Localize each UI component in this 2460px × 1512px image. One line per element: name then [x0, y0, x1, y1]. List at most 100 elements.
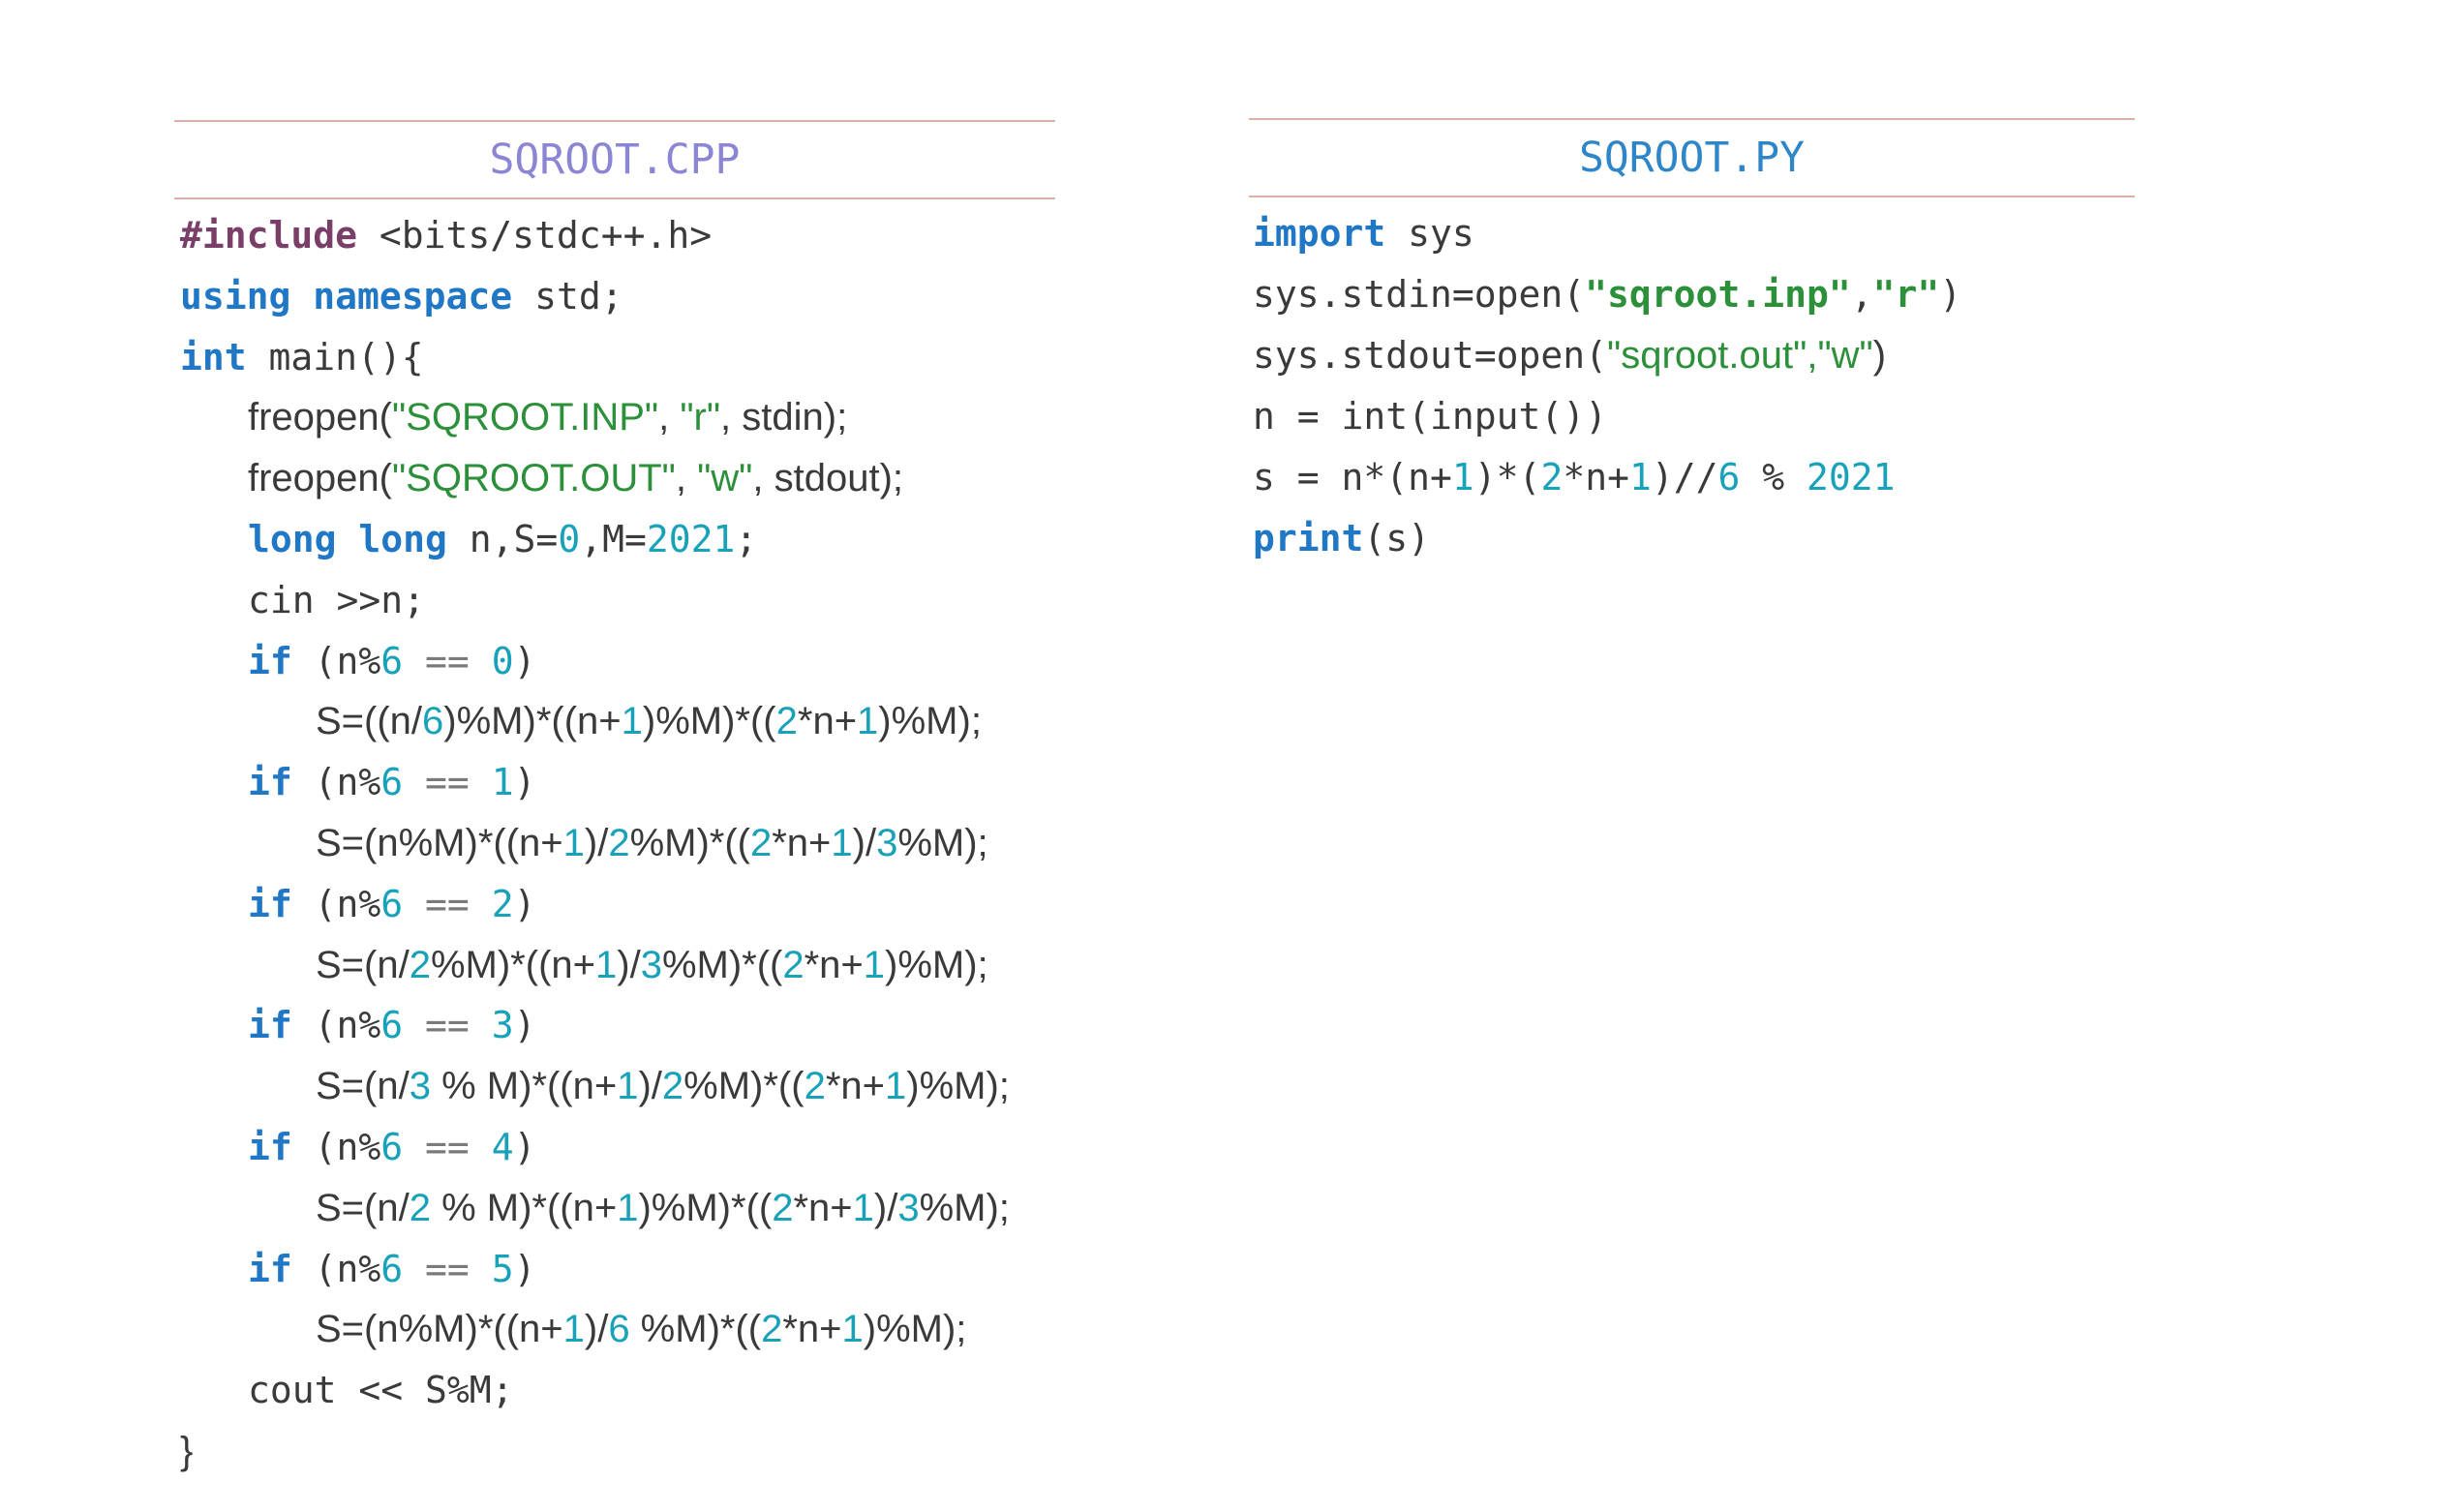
code-line: if (n%6 == 0)	[174, 631, 1055, 692]
cpp-title-bottom-rule	[174, 197, 1055, 199]
code-token: 1	[841, 1308, 864, 1351]
code-token: )/	[584, 1308, 609, 1351]
code-token: if	[248, 1125, 292, 1168]
code-line: print(s)	[1249, 508, 2135, 569]
code-token: 2	[782, 943, 805, 986]
code-token: <bits/stdc++.h>	[357, 214, 713, 257]
code-token: 4	[491, 1125, 514, 1168]
code-token: *n+	[797, 700, 858, 743]
code-token: %M);	[919, 1186, 1010, 1229]
code-token: 1	[831, 821, 853, 864]
code-line: n = int(input())	[1249, 386, 2135, 447]
code-token: 2	[749, 821, 773, 864]
code-token: 2	[409, 1186, 431, 1229]
code-line: sys.stdout=open("sqroot.out","w")	[1249, 325, 2135, 386]
code-token	[337, 518, 359, 560]
code-token: S=(n/	[316, 943, 410, 986]
code-token: 1	[1628, 456, 1652, 499]
code-token	[290, 275, 313, 318]
code-token: "sqroot.inp"	[1585, 273, 1851, 316]
code-token: , stdin);	[720, 396, 848, 439]
code-token: % M)*((n+	[430, 1186, 618, 1229]
code-token: cout << S%M;	[248, 1369, 514, 1412]
code-token: if	[248, 761, 292, 804]
code-token: using	[180, 274, 291, 318]
code-line: S=(n/2%M)*((n+1)/3%M)*((2*n+1)%M);	[174, 935, 1055, 996]
code-token: )//	[1651, 456, 1718, 499]
code-token: "w"	[697, 457, 753, 500]
code-line: S=(n/2 % M)*((n+1)%M)*((2*n+1)/3%M);	[174, 1178, 1055, 1239]
code-line: long long n,S=0,M=2021;	[174, 509, 1055, 570]
code-token: S=(n/	[316, 1065, 410, 1108]
code-token: *n+	[804, 943, 864, 986]
code-line: using namespace std;	[174, 266, 1055, 327]
code-token: 1	[885, 1065, 907, 1108]
code-line: if (n%6 == 5)	[174, 1239, 1055, 1300]
code-token: )	[1939, 273, 1962, 316]
code-token: 1	[562, 1308, 585, 1351]
code-token: 0	[558, 517, 581, 560]
code-token: ,	[675, 457, 698, 500]
code-line: S=(n%M)*((n+1)/2%M)*((2*n+1)/3%M);	[174, 813, 1055, 874]
code-token: )%M)*((	[638, 1186, 773, 1229]
code-line: import sys	[1249, 203, 2135, 264]
code-token: S=(n%M)*((n+	[316, 821, 563, 864]
code-token: 1	[857, 700, 879, 743]
code-token: 2	[409, 943, 431, 986]
code-token: 2	[804, 1065, 826, 1108]
code-token: )%M);	[885, 943, 988, 986]
code-line: freopen("SQROOT.OUT", "w", stdout);	[174, 448, 1055, 509]
code-token: 2	[1540, 456, 1564, 499]
code-token: )%M)*((n+	[443, 700, 622, 743]
code-token: 6	[380, 639, 404, 682]
code-token: "r"	[680, 396, 721, 439]
cpp-title-top-rule	[174, 120, 1055, 122]
code-token: ,	[1850, 273, 1873, 316]
code-token: #include	[180, 214, 358, 257]
code-token: 2	[491, 882, 514, 925]
code-token: )	[513, 1004, 536, 1047]
code-token: "SQROOT.OUT"	[391, 457, 676, 500]
code-token: "sqroot.out","w"	[1607, 334, 1873, 377]
code-line: #include <bits/stdc++.h>	[174, 205, 1055, 266]
code-token: 6	[422, 700, 444, 743]
code-token: %M)*((	[629, 821, 750, 864]
cpp-file-title: SQROOT.CPP	[489, 136, 741, 184]
code-token: if	[248, 882, 292, 925]
code-token: 3	[876, 821, 898, 864]
code-token: 2	[661, 1065, 684, 1108]
code-token: import	[1253, 212, 1386, 255]
cpp-code-block: #include <bits/stdc++.h>using namespace …	[174, 199, 1055, 1482]
code-token: 2021	[646, 517, 736, 560]
code-token: int	[180, 335, 247, 378]
code-token: (n%	[291, 1247, 381, 1290]
code-token: 2	[775, 700, 798, 743]
code-token: 6	[380, 882, 404, 925]
code-token: 1	[595, 943, 618, 986]
code-token: if	[248, 1247, 292, 1290]
code-token: *n+	[1563, 456, 1629, 499]
code-line: S=(n/3 % M)*((n+1)/2%M)*((2*n+1)%M);	[174, 1056, 1055, 1117]
code-token: ==	[403, 639, 492, 682]
code-token: 0	[491, 639, 514, 682]
code-token: ==	[403, 1247, 492, 1290]
code-token: )/	[638, 1065, 662, 1108]
code-token: %M)*((	[683, 1065, 805, 1108]
code-token: n = int(input())	[1253, 395, 1608, 438]
code-token: long	[248, 517, 337, 560]
code-line: s = n*(n+1)*(2*n+1)//6 % 2021	[1249, 447, 2135, 508]
code-token: 3	[491, 1004, 514, 1047]
code-token: %M)*((	[661, 943, 783, 986]
code-line: S=((n/6)%M)*((n+1)%M)*((2*n+1)%M);	[174, 691, 1055, 752]
code-line: if (n%6 == 4)	[174, 1117, 1055, 1178]
code-token: 1	[617, 1065, 639, 1108]
code-token: %M);	[897, 821, 988, 864]
code-line: if (n%6 == 1)	[174, 752, 1055, 813]
code-token: "r"	[1872, 273, 1940, 316]
code-line: cin >>n;	[174, 570, 1055, 631]
code-line: if (n%6 == 2)	[174, 874, 1055, 935]
code-token: n,S=	[446, 517, 559, 560]
code-token: (n%	[291, 1125, 381, 1168]
code-token: )/	[852, 821, 877, 864]
